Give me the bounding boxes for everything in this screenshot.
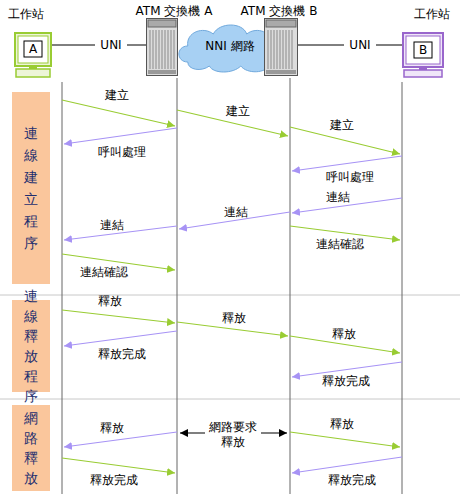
message-arrow [62,458,175,473]
phase-title: 連線建立程序 [24,122,38,254]
rack-slot [286,30,287,69]
rack-icon [264,18,298,76]
atm-switch: ATM 交換機 B [264,18,298,76]
message-label: 建立 [226,104,250,119]
screen-label-box [24,41,42,57]
lifelines [62,78,402,494]
message-label: 釋放 [100,421,124,436]
monitor-screen [406,36,440,64]
rack-slot [277,30,278,69]
node-title: 工作站 [0,6,52,22]
rack-slot [292,30,293,69]
phase-title: 連線釋放程序 [24,286,38,406]
rack-cap [148,20,176,27]
rack-slot [165,30,166,69]
keyboard-base [16,69,50,77]
message-label: 釋放 [222,311,246,326]
message-label: 釋放 [330,417,354,432]
rack-base [266,70,296,74]
screen-label: A [24,41,42,57]
rack-slot [150,30,151,69]
rack-slot [274,30,275,69]
message-label: 建立 [105,88,129,103]
rack-body [147,19,178,76]
screen-label: B [414,42,432,58]
rack-slot [156,30,157,69]
rack-slot [159,30,160,69]
message-arrow [290,432,400,447]
rack-cap [266,20,296,27]
interface-label: UNI [344,37,376,53]
node-title: ATM 交換機 A [124,3,224,19]
message-arrow [64,331,177,346]
node-title: 工作站 [405,6,459,22]
node-title: NNI 網路 [182,38,278,54]
node-title: ATM 交換機 B [229,3,329,19]
message-label: 釋放完成 [328,473,376,488]
message-label: 呼叫處理 [98,145,146,160]
phase-title: 網路釋放 [24,408,38,488]
phase-band: 網路釋放 [12,405,50,491]
lifeline [402,82,403,494]
message-arrow [292,457,402,473]
workstation-icon: 工作站B [402,32,444,78]
message-arrow [64,128,177,144]
rack-body [265,19,298,76]
phase-band: 連線釋放程序 [12,300,50,392]
message-label: 網路要求 釋放 [205,420,261,450]
message-label: 連結確認 [80,265,128,280]
rack-slot [271,30,272,69]
rack-slot [168,30,169,69]
message-label: 釋放完成 [90,473,138,488]
section-separator [0,295,460,296]
keyboard-base [404,70,442,77]
monitor-screen [18,36,48,63]
message-label: 呼叫處理 [326,170,374,185]
screen-label-box [414,42,432,58]
rack-slot [268,30,269,69]
interface-label: UNI [95,37,127,53]
lifeline [62,82,63,494]
message-label: 釋放完成 [322,374,370,389]
rack-slot [153,30,154,69]
section-separator [0,399,460,400]
message-label: 連結確認 [316,237,364,252]
message-arrow [62,100,175,126]
rack-slot [280,30,281,69]
rack-slot [174,30,175,69]
phase-band: 連線建立程序 [12,92,50,284]
rack-slot [289,30,290,69]
message-label: 釋放 [98,294,122,309]
rack-slot [283,30,284,69]
rack-base [148,70,176,74]
monitor-body [403,33,443,67]
message-label: 建立 [330,118,354,133]
rack-slot [171,30,172,69]
message-label: 連結 [224,205,248,220]
atm-switch: ATM 交換機 A [146,18,178,76]
message-label: 連結 [100,218,124,233]
separators [0,295,460,399]
message-label: 釋放完成 [98,347,146,362]
message-label: 釋放 [332,327,356,342]
rack-icon [146,18,178,76]
workstation-icon: 工作站A [14,32,52,78]
messages [62,100,402,473]
rack-slot [162,30,163,69]
message-arrow [62,310,175,323]
monitor-body [15,33,51,66]
message-label: 連結 [326,190,350,205]
message-arrow [292,156,402,171]
